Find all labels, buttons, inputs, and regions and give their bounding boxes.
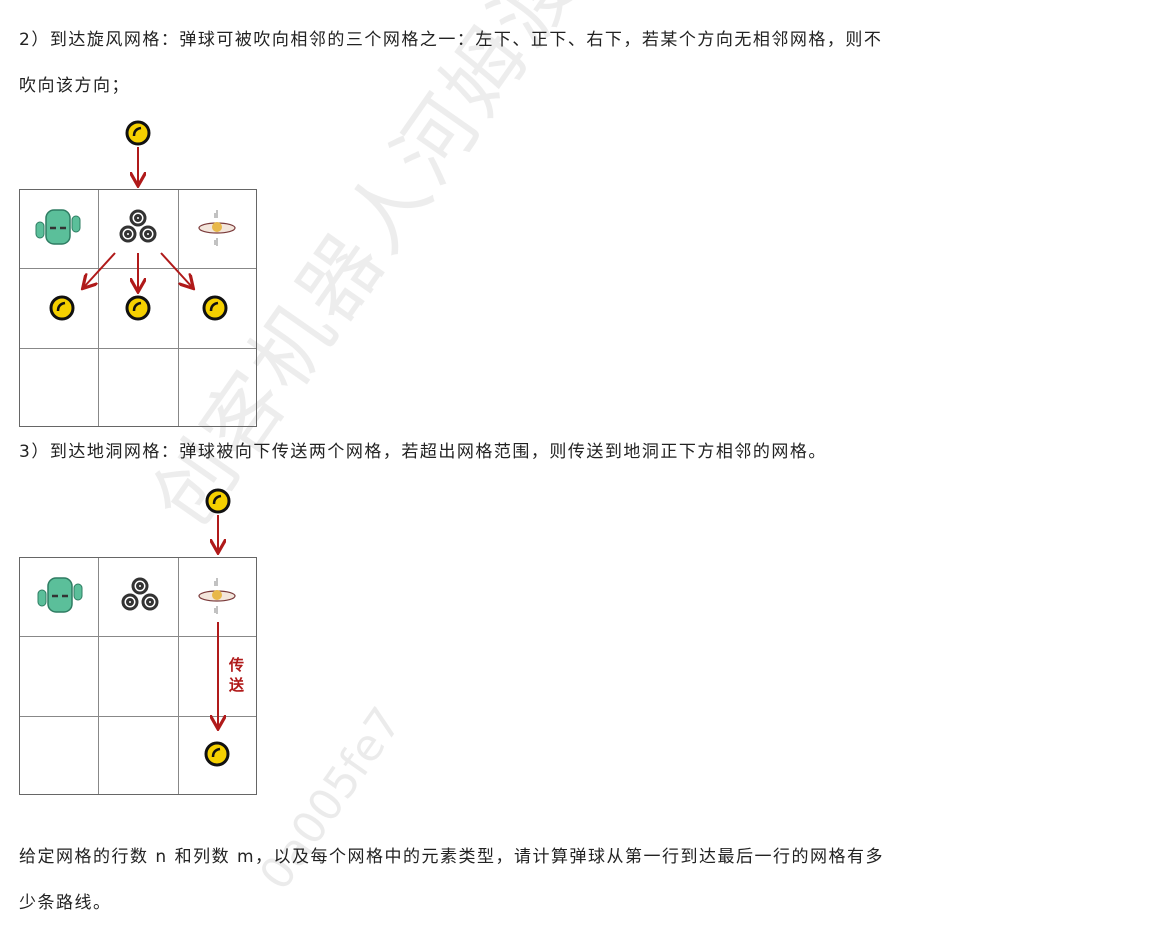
hole-icon — [198, 577, 236, 615]
text-line: 吹向该方向； — [19, 76, 130, 96]
text-line: 给定网格的行数 n 和列数 m，以及每个网格中的元素类型，请计算弹球从第一行到达… — [19, 847, 885, 867]
paragraph-hole: 3）到达地洞网格：弹球被向下传送两个网格，若超出网格范围，则传送到地洞正下方相邻… — [19, 442, 827, 462]
ball-icon — [125, 120, 151, 146]
cactus-icon — [36, 576, 84, 614]
diagram-1 — [34, 120, 236, 321]
text-line: 少条路线。 — [19, 893, 112, 913]
text-line: 2）到达旋风网格：弹球可被吹向相邻的三个网格之一：左下、正下、右下，若某个方向无… — [19, 30, 883, 50]
teleport-label: 传送 — [229, 656, 245, 694]
whirlwind-icon — [121, 577, 159, 611]
ball-icon — [205, 488, 231, 514]
ball-icon — [202, 295, 228, 321]
ball-icon — [125, 295, 151, 321]
diagram-2 — [36, 488, 236, 767]
arrow-down-left-icon — [84, 252, 116, 287]
paragraph-whirlwind: 2）到达旋风网格：弹球可被吹向相邻的三个网格之一：左下、正下、右下，若某个方向无… — [19, 17, 882, 109]
cactus-icon — [34, 208, 82, 246]
paragraph-task: 给定网格的行数 n 和列数 m，以及每个网格中的元素类型，请计算弹球从第一行到达… — [19, 834, 884, 926]
arrow-down-right-icon — [160, 252, 192, 287]
ball-icon — [49, 295, 75, 321]
ball-icon — [204, 741, 230, 767]
whirlwind-icon — [119, 209, 157, 243]
hole-icon — [198, 209, 236, 247]
